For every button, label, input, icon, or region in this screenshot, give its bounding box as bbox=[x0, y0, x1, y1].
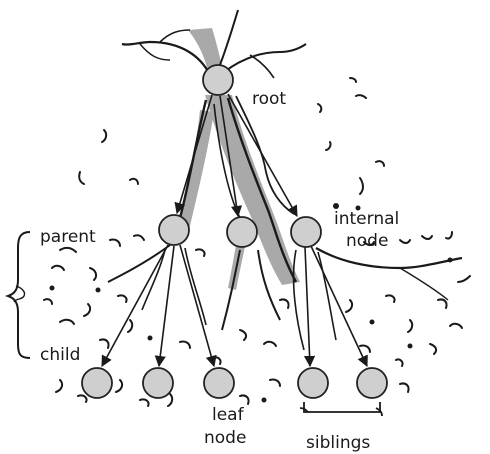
node-leaf-4 bbox=[298, 368, 328, 398]
node-leaf-2 bbox=[143, 368, 173, 398]
node-middle bbox=[227, 217, 257, 247]
label-leaf-line1: leaf bbox=[212, 405, 245, 425]
node-root bbox=[203, 65, 233, 95]
node-leaf-3 bbox=[204, 368, 234, 398]
label-siblings: siblings bbox=[306, 433, 370, 453]
label-leaf-line2: node bbox=[204, 428, 246, 448]
edge-right-leaf4 bbox=[305, 247, 310, 366]
node-left bbox=[159, 215, 189, 245]
node-leaf-1 bbox=[82, 368, 112, 398]
edge-left-leaf3 bbox=[180, 245, 214, 366]
left-curly-brace-icon bbox=[8, 232, 30, 358]
node-leaf-5 bbox=[357, 368, 387, 398]
label-internal-line2: node bbox=[346, 231, 388, 251]
node-right bbox=[291, 217, 321, 247]
label-child: child bbox=[40, 345, 80, 365]
label-root: root bbox=[252, 89, 286, 109]
edge-left-leaf1 bbox=[102, 245, 168, 366]
label-internal-line1: internal bbox=[334, 209, 399, 229]
tree-illustration bbox=[44, 10, 470, 406]
label-parent: parent bbox=[40, 227, 96, 247]
sibling-bracket-icon bbox=[300, 402, 382, 416]
